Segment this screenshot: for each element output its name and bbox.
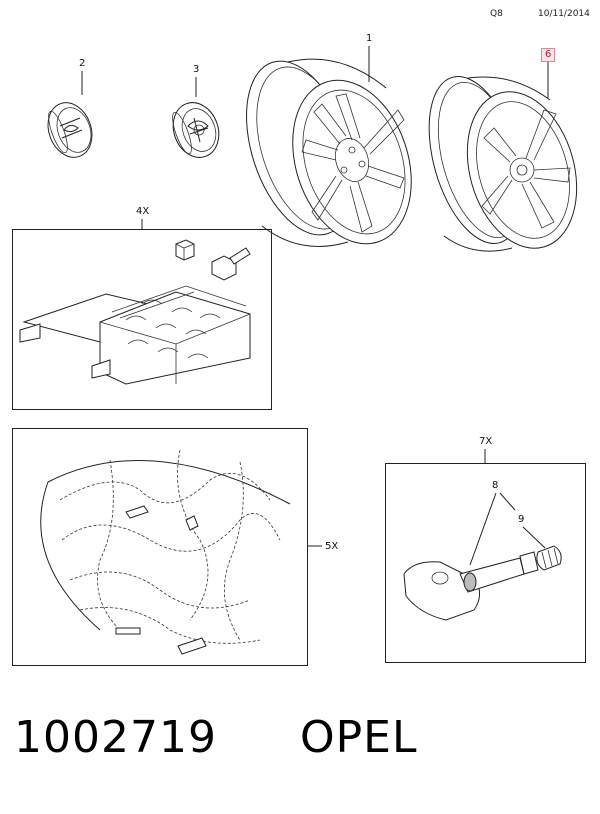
wheel-6: [428, 76, 578, 252]
box-snow-chains: [12, 428, 308, 666]
callout-4x[interactable]: 4X: [136, 206, 150, 217]
part-number: 1002719: [14, 712, 217, 763]
callout-7x[interactable]: 7X: [479, 436, 493, 447]
callout-3[interactable]: 3: [193, 64, 200, 75]
box-tpms-sensor: [385, 463, 586, 663]
callout-6[interactable]: 6: [541, 48, 556, 62]
callout-5x[interactable]: 5X: [325, 541, 339, 552]
header-date: 10/11/2014: [538, 9, 590, 19]
wheel-1: [246, 58, 412, 247]
header-code: Q8: [490, 9, 503, 19]
center-cap-2: [47, 102, 93, 158]
tpms-sensor: [403, 545, 562, 621]
callout-2[interactable]: 2: [79, 58, 86, 69]
leader-lines: [81, 46, 549, 566]
locking-bolts-and-case: [19, 239, 251, 385]
callout-1[interactable]: 1: [366, 33, 373, 44]
center-cap-3: [172, 102, 220, 158]
box-locking-bolts: [12, 229, 272, 410]
brand-name: OPEL: [300, 712, 418, 763]
callout-8[interactable]: 8: [492, 480, 499, 491]
snow-chain: [40, 449, 291, 655]
callout-9[interactable]: 9: [518, 514, 525, 525]
